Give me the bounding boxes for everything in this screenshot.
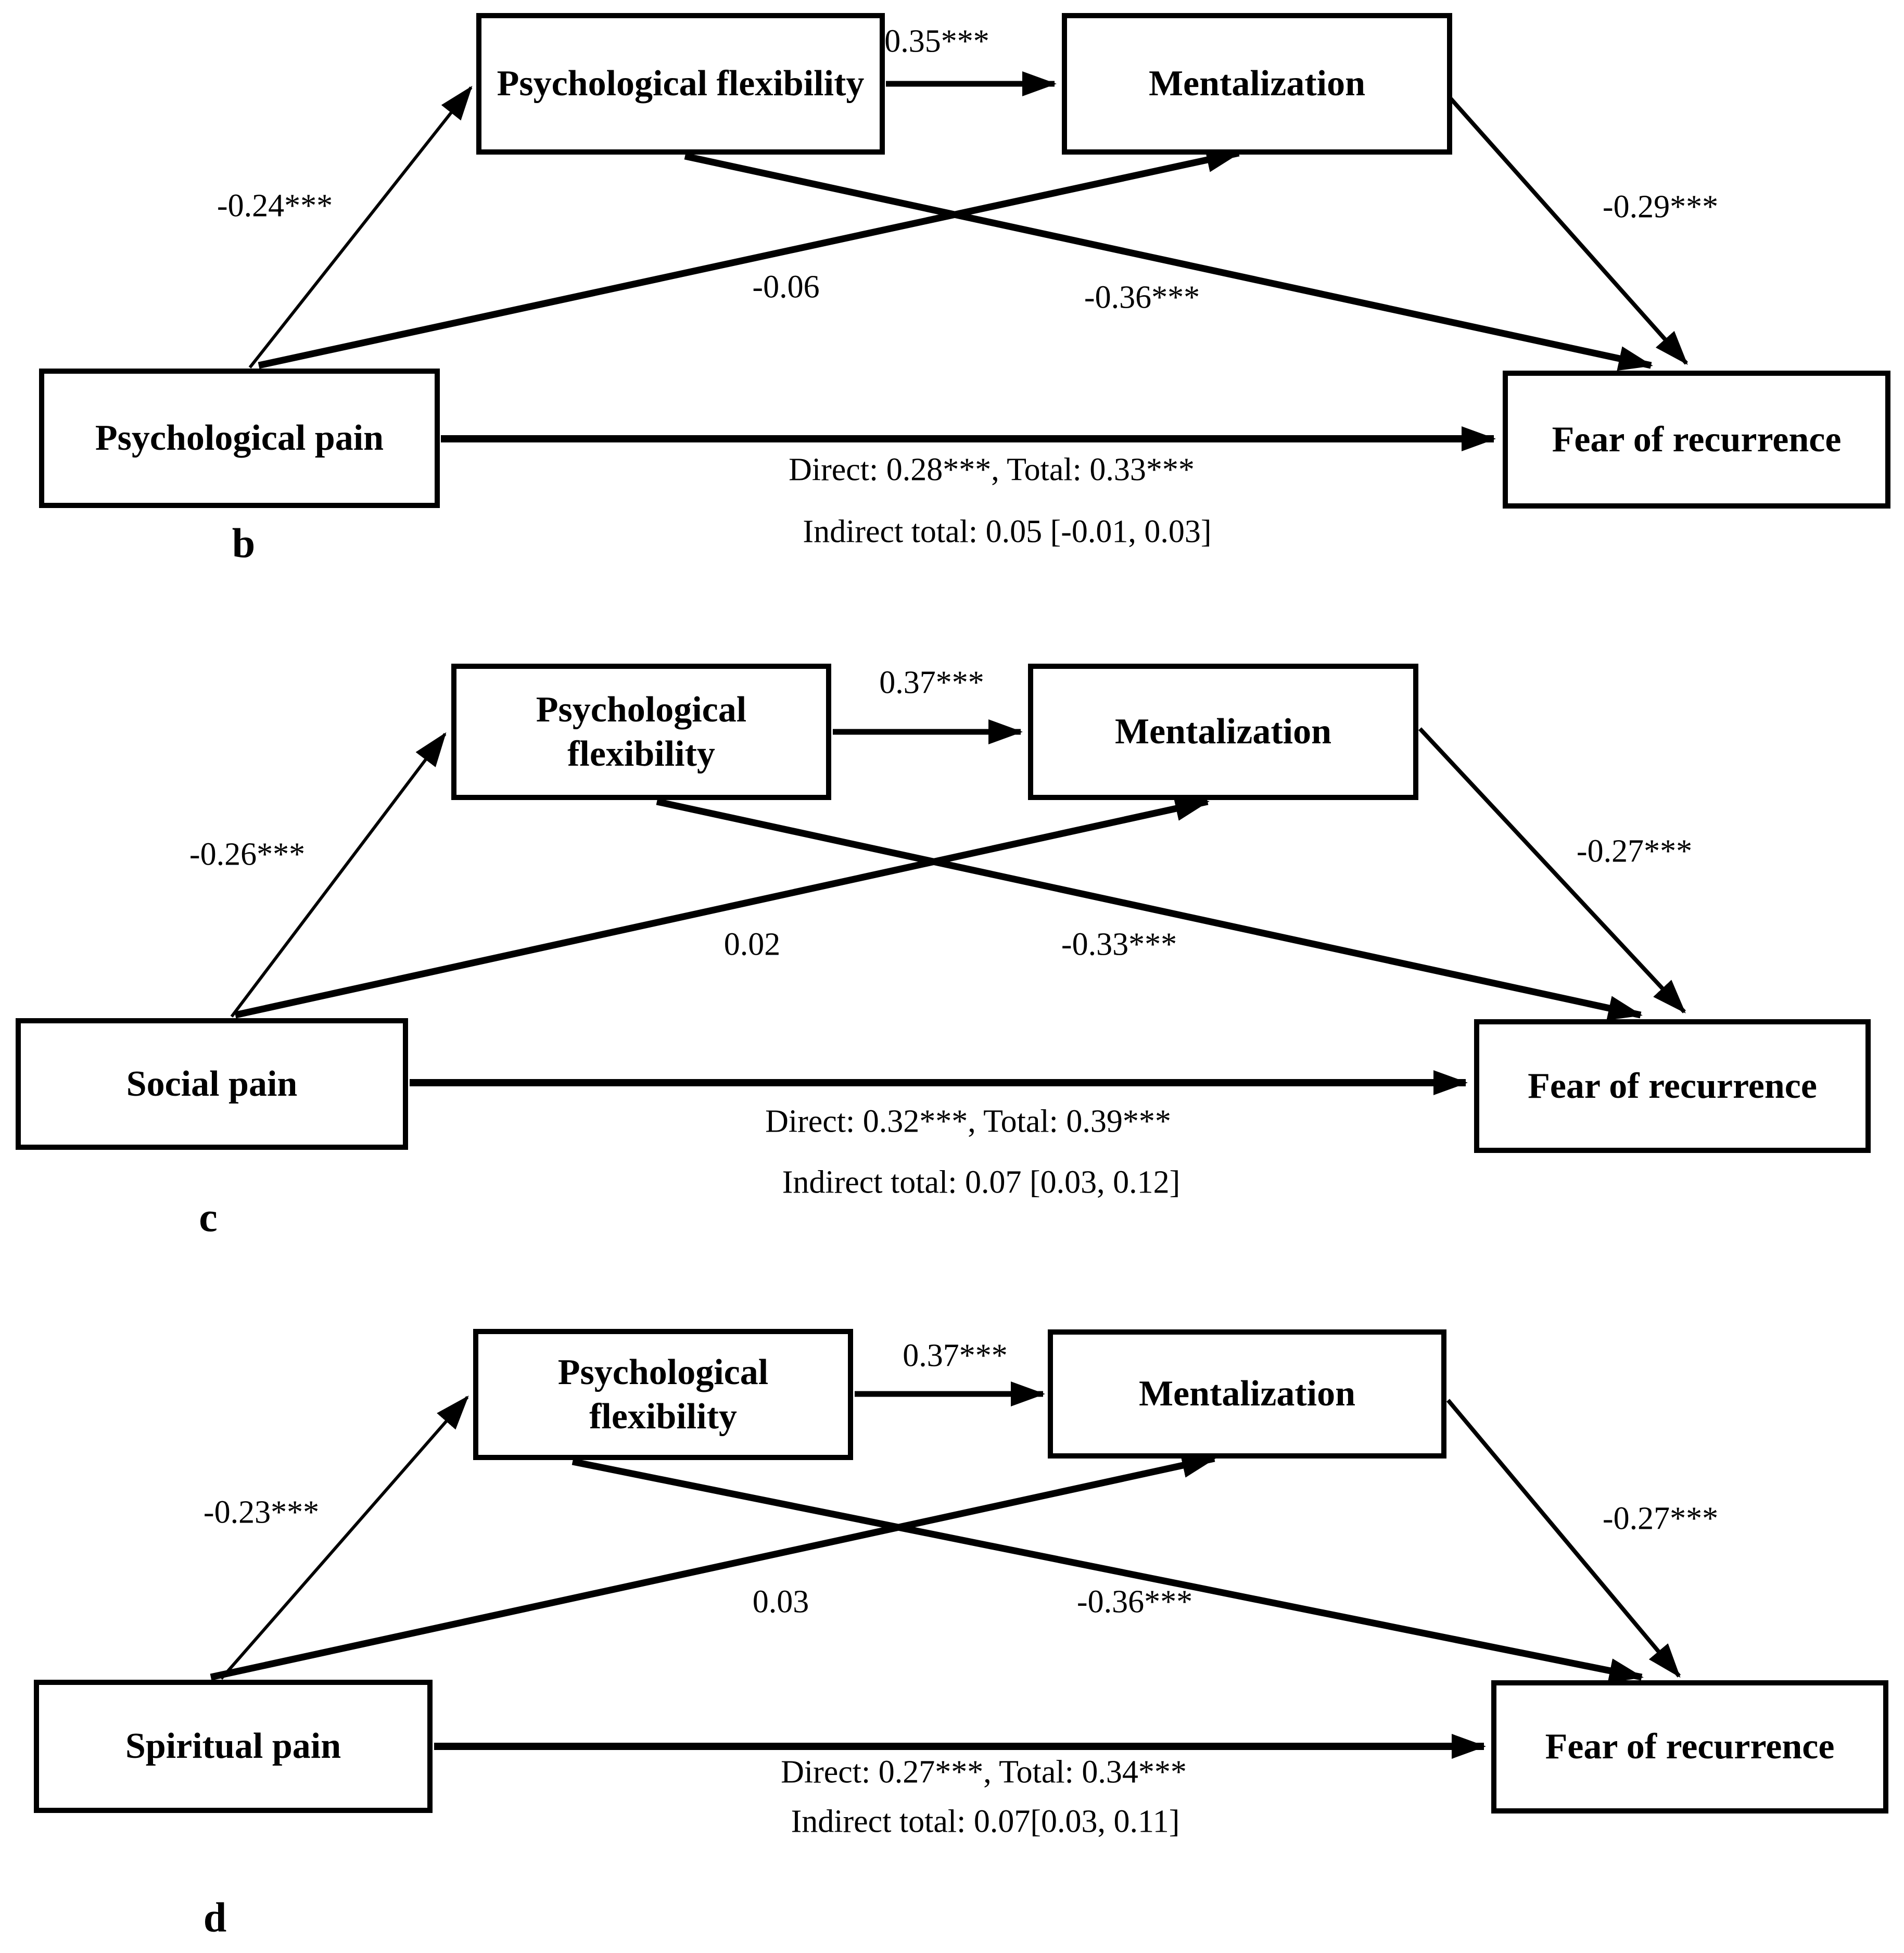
- coef-mentalization-to-fear: -0.29***: [1602, 189, 1719, 225]
- node-mentalization: Mentalization: [1062, 13, 1452, 155]
- panel-c-paths: [230, 719, 1686, 1095]
- coef-flexibility-to-mentalization: 0.37***: [879, 665, 984, 701]
- caption-indirect-total: Indirect total: 0.07 [0.03, 0.12]: [782, 1164, 1181, 1200]
- node-label: Fear of recurrence: [1528, 1066, 1817, 1106]
- node-label: Social pain: [126, 1063, 298, 1104]
- arrow-mentalization-to-fear: [1431, 77, 1688, 365]
- arrow-pain-to-flexibility: [220, 1395, 469, 1680]
- node-psychological-flexibility: Psychological flexibility: [476, 13, 885, 155]
- node-fear-of-recurrence: Fear of recurrence: [1491, 1680, 1888, 1814]
- panel-letter-d: d: [203, 1895, 227, 1941]
- coef-pain-to-flexibility: -0.26***: [189, 836, 306, 872]
- arrow-pain-to-mentalization: [210, 1453, 1216, 1681]
- node-predictor-spiritual-pain: Spiritual pain: [34, 1680, 433, 1813]
- node-label: Spiritual pain: [125, 1726, 341, 1767]
- node-label: Psychological flexibility: [536, 689, 747, 774]
- arrow-flexibility-to-fear: [656, 798, 1643, 1021]
- node-label: Psychological pain: [95, 418, 384, 459]
- arrow-pain-to-mentalization: [234, 796, 1210, 1019]
- coef-flexibility-to-fear: -0.36***: [1084, 280, 1200, 315]
- node-label: Mentalization: [1138, 1374, 1356, 1414]
- caption-direct-total: Direct: 0.28***, Total: 0.33***: [789, 452, 1195, 488]
- arrow-mentalization-to-fear: [1446, 1399, 1681, 1678]
- arrow-pain-to-mentalization: [258, 147, 1241, 369]
- panel-letter-b: b: [232, 521, 256, 567]
- arrow-flexibility-to-fear: [572, 1458, 1644, 1683]
- coef-pain-to-flexibility: -0.24***: [217, 188, 333, 224]
- panel-d-paths: [210, 1381, 1681, 1759]
- panel-c: Psychological flexibility Mentalization …: [0, 651, 1904, 1327]
- arrow-mentalization-to-fear: [1418, 727, 1686, 1013]
- coef-pain-to-flexibility: -0.23***: [203, 1494, 320, 1530]
- panel-b: Psychological flexibility Mentalization …: [0, 0, 1904, 651]
- node-label: Mentalization: [1114, 712, 1332, 752]
- coef-mentalization-to-fear: -0.27***: [1602, 1501, 1719, 1537]
- node-label: Psychological flexibility: [557, 1352, 769, 1437]
- node-label: Fear of recurrence: [1552, 419, 1842, 460]
- panel-b-paths: [248, 71, 1688, 451]
- node-fear-of-recurrence: Fear of recurrence: [1474, 1019, 1871, 1153]
- arrow-pain-to-flexibility: [248, 85, 473, 369]
- arrow-pain-to-flexibility: [230, 732, 447, 1018]
- coef-flexibility-to-fear: -0.36***: [1076, 1584, 1193, 1620]
- node-label: Fear of recurrence: [1545, 1727, 1835, 1767]
- panel-letter-c: c: [199, 1195, 218, 1241]
- node-fear-of-recurrence: Fear of recurrence: [1503, 371, 1890, 509]
- coef-pain-to-mentalization: 0.02: [723, 927, 781, 962]
- panel-d: Psychological flexibility Mentalization …: [0, 1327, 1904, 1953]
- caption-direct-total: Direct: 0.27***, Total: 0.34***: [781, 1754, 1187, 1790]
- caption-direct-total: Direct: 0.32***, Total: 0.39***: [765, 1104, 1171, 1139]
- arrow-flexibility-to-fear: [684, 153, 1653, 371]
- caption-indirect-total: Indirect total: 0.05 [-0.01, 0.03]: [803, 514, 1212, 550]
- coef-pain-to-mentalization: -0.06: [752, 269, 820, 305]
- coef-pain-to-mentalization: 0.03: [752, 1584, 809, 1620]
- node-label: Psychological flexibility: [497, 64, 865, 104]
- node-psychological-flexibility: Psychological flexibility: [473, 1329, 853, 1460]
- coef-flexibility-to-fear: -0.33***: [1061, 927, 1177, 962]
- coef-mentalization-to-fear: -0.27***: [1576, 833, 1693, 869]
- node-predictor-social-pain: Social pain: [16, 1018, 408, 1150]
- node-mentalization: Mentalization: [1028, 664, 1418, 800]
- node-label: Mentalization: [1148, 64, 1366, 104]
- coef-flexibility-to-mentalization: 0.37***: [903, 1338, 1008, 1374]
- node-psychological-flexibility: Psychological flexibility: [451, 664, 831, 800]
- caption-indirect-total: Indirect total: 0.07[0.03, 0.11]: [791, 1804, 1180, 1840]
- node-mentalization: Mentalization: [1048, 1329, 1446, 1459]
- node-predictor-psychological-pain: Psychological pain: [39, 369, 440, 508]
- coef-flexibility-to-mentalization: 0.35***: [884, 23, 989, 59]
